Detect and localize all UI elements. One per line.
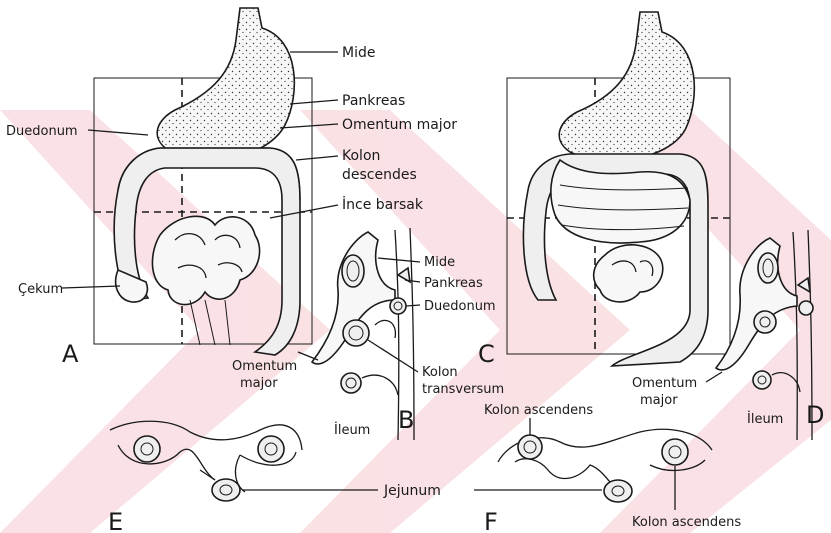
label-ileum-d: İleum bbox=[747, 411, 783, 427]
label-pankreas: Pankreas bbox=[342, 93, 405, 109]
label-kolon-ascendens-top: Kolon ascendens bbox=[484, 403, 593, 418]
jejunum-e bbox=[212, 479, 240, 501]
label-omentum-b-2: major bbox=[240, 376, 278, 391]
ileum-d bbox=[753, 371, 771, 389]
label-cekum: Çekum bbox=[18, 282, 63, 297]
label-omentum-d-1: Omentum bbox=[632, 376, 697, 391]
label-kolon-descendes-2: descendes bbox=[342, 167, 417, 183]
colon-d bbox=[754, 311, 776, 333]
panel-letter-d: D bbox=[806, 401, 824, 429]
label-omentum-b-1: Omentum bbox=[232, 359, 297, 374]
jejunum-f bbox=[604, 480, 632, 502]
colon-transversum-b bbox=[343, 320, 369, 346]
kolon-ascendens-f-right bbox=[662, 439, 688, 465]
label-kolon-transversum-2: transversum bbox=[422, 382, 504, 397]
label-mide: Mide bbox=[342, 45, 375, 61]
duodenum-b bbox=[390, 298, 406, 314]
label-kolon-descendes-1: Kolon bbox=[342, 148, 380, 164]
label-jejunum: Jejunum bbox=[383, 483, 441, 499]
ileum-b bbox=[341, 373, 361, 393]
stomach-c-stipple bbox=[559, 12, 694, 161]
label-kolon-ascendens-bottom: Kolon ascendens bbox=[632, 515, 741, 530]
colon-left-e bbox=[134, 436, 160, 462]
colon-right-e bbox=[258, 436, 284, 462]
label-duedonum: Duedonum bbox=[6, 124, 78, 139]
label-ileum-b: İleum bbox=[334, 422, 370, 438]
panel-letter-b: B bbox=[398, 406, 414, 434]
label-duedonum-b: Duedonum bbox=[424, 299, 496, 314]
panel-letter-c: C bbox=[478, 340, 495, 368]
kolon-ascendens-f-left bbox=[518, 435, 542, 459]
stomach-a-stipple bbox=[157, 8, 294, 160]
panel-letter-e: E bbox=[108, 508, 123, 533]
panel-letter-f: F bbox=[484, 508, 498, 533]
duodenum-d bbox=[799, 301, 813, 315]
label-mide-b: Mide bbox=[424, 255, 455, 270]
panel-letter-a: A bbox=[62, 340, 79, 368]
label-omentum-major: Omentum major bbox=[342, 117, 457, 133]
label-kolon-transversum-1: Kolon bbox=[422, 365, 458, 380]
label-ince-barsak: İnce barsak bbox=[342, 195, 424, 213]
label-pankreas-b: Pankreas bbox=[424, 276, 483, 291]
label-omentum-d-2: major bbox=[640, 393, 678, 408]
stomach-b bbox=[342, 255, 364, 287]
stomach-d bbox=[758, 253, 778, 283]
